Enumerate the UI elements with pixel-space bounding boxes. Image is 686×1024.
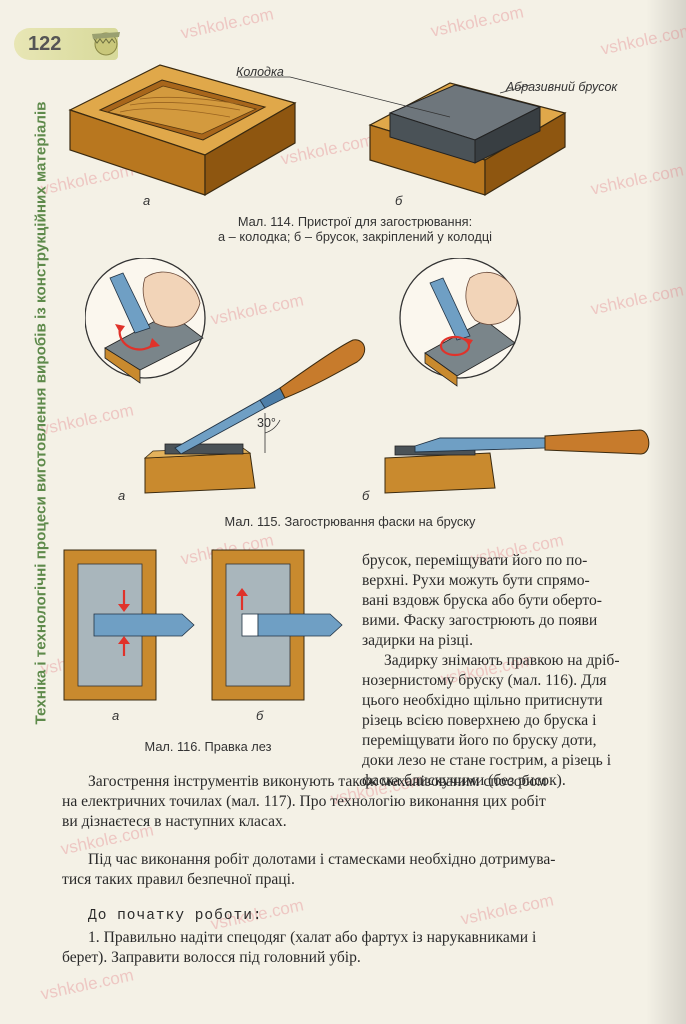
text-line: задирки на різці. (362, 632, 474, 649)
chisel-30deg-drawing (143, 339, 366, 494)
text-line: вими. Фаску загострюють до появи (362, 612, 598, 629)
heading-before-work: До початку роботи: (88, 908, 263, 924)
text-line: фаска блискучими (без рисок). (362, 772, 566, 789)
honing-b-drawing (211, 549, 343, 701)
sublabel-a: а (118, 488, 126, 503)
text-line: берет). Заправити волосся під головний у… (62, 949, 361, 966)
rule-1: 1. Правильно надіти спецодяг (халат або … (62, 928, 646, 968)
figure-115-caption: Мал. 115. Загострювання фаски на бруску (224, 514, 476, 529)
text-line: ви дізнаєтеся в наступних класах. (62, 813, 287, 830)
caption-line: а – колодка; б – брусок, закріплений у к… (217, 229, 493, 244)
text-line: цього необхідно щільно притиснути (362, 692, 603, 709)
sublabel-b: б (395, 193, 403, 208)
inset-a-hand-drawing (85, 258, 206, 384)
page-edge-shadow (646, 0, 686, 1024)
label-kolodka: Колодка (236, 65, 284, 79)
figure-116-blade-honing (63, 549, 343, 701)
figure-116-caption: Мал. 116. Правка лез (144, 739, 272, 754)
caption-line: Мал. 114. Пристрої для загострювання: (237, 214, 473, 229)
sublabel-b: б (256, 708, 264, 723)
watermark-text: vshkole.com (178, 4, 276, 43)
watermark-text: vshkole.com (458, 890, 556, 929)
wooden-holder-drawing (68, 64, 297, 197)
text-line: Задирку знімають правкою на дріб- (384, 652, 620, 669)
text-line: брусок, переміщувати його по по- (362, 552, 588, 569)
text-line: Загострення інструментів виконують також… (88, 773, 547, 790)
watermark-text: vshkole.com (38, 965, 136, 1004)
text-line: на електричних точилах (мал. 117). Про т… (62, 793, 546, 810)
figure-114-caption: Мал. 114. Пристрої для загострювання: а … (170, 214, 540, 244)
text-line: нозернистому бруску (мал. 116). Для (362, 672, 607, 689)
text-line: 1. Правильно надіти спецодяг (халат або … (88, 929, 537, 946)
text-line: верхні. Рухи можуть бути спрямо- (362, 572, 590, 589)
text-line: Під час виконання робіт долотами і стаме… (88, 851, 556, 868)
chisel-flat-drawing (384, 429, 650, 494)
stone-in-holder-drawing (368, 82, 567, 197)
leader-line (499, 84, 531, 94)
paragraph-mechanized: Загострення інструментів виконують також… (62, 772, 646, 832)
page-number-tab: 122 (14, 28, 120, 60)
label-abrasive-stone: Абразивний брусок (506, 80, 618, 94)
figure-114-sharpening-devices (68, 64, 567, 197)
sublabel-b: б (362, 488, 370, 503)
sublabel-a: а (112, 708, 120, 723)
inset-b-hand-drawing (399, 258, 521, 387)
watermark-text: vshkole.com (428, 2, 526, 41)
gear-saw-icon (92, 32, 120, 56)
text-line: доки лезо не стане гострим, а різець і (362, 752, 612, 769)
text-line: тися таких правил безпечної праці. (62, 871, 295, 888)
text-line: переміщувати його по бруску доти, (362, 732, 597, 749)
sublabel-a: а (143, 193, 151, 208)
angle-label: 30° (257, 416, 276, 430)
sidebar-section-title: Техніка і технологічні процеси виготовле… (26, 48, 56, 778)
leader-line (289, 76, 451, 118)
right-column-text: брусок, переміщувати його по по- верхні.… (362, 551, 644, 791)
text-line: різець всією поверхнею до бруска і (362, 712, 597, 729)
page-number: 122 (28, 33, 62, 55)
honing-a-drawing (63, 549, 195, 701)
figure-115-bevel-sharpening (85, 258, 650, 494)
paragraph-safety-intro: Під час виконання робіт долотами і стаме… (62, 850, 646, 890)
text-line: вані вздовж бруска або бути оберто- (362, 592, 602, 609)
sidebar-title-text: Техніка і технологічні процеси виготовле… (32, 101, 50, 725)
